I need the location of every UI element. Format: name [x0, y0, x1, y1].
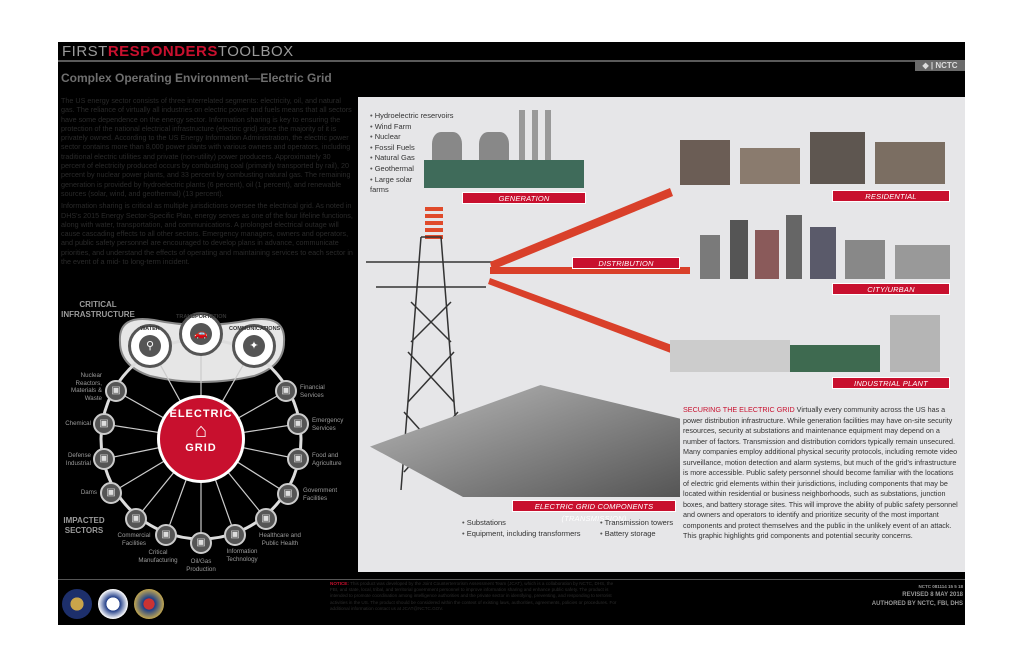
list-item: Large solar farms [370, 175, 426, 196]
critical-label: COMMUNICATIONS [229, 326, 281, 332]
header-divider [58, 60, 965, 62]
list-item: Hydroelectric reservoirs [370, 111, 454, 122]
capitol-icon: ▣ [277, 483, 299, 505]
generation-plant-image [424, 110, 594, 190]
list-item: Wind Farm [370, 122, 426, 133]
intro-paragraph-2: Information sharing is critical as multi… [61, 201, 353, 267]
sector-label: Financial Services [300, 384, 325, 399]
grid-components-label: ELECTRIC GRID COMPONENTS (TRANSMISSION) [512, 500, 676, 523]
list-item: Fossil Fuels [370, 143, 426, 154]
faucet-icon: ⚲ [139, 335, 161, 357]
notice-body: This product was developed by the Joint … [330, 581, 617, 611]
revision-info: NCTC 081114 15 5 18 REVISED 8 MAY 2018 A… [872, 582, 963, 609]
sector-label: Defense Industrial [65, 452, 91, 467]
generation-sources-list: Hydroelectric reservoirsWind FarmNuclear… [370, 111, 454, 196]
apple-icon: ▣ [287, 448, 309, 470]
sector-label: Food and Agriculture [312, 452, 342, 467]
critical-communications: COMMUNICATIONS ✦ [229, 324, 281, 368]
odni-seal-icon [62, 589, 92, 619]
industrial-plant-image [670, 315, 960, 375]
dhs-seal-icon [98, 589, 128, 619]
ambulance-icon: ▣ [287, 413, 309, 435]
sector-label: Information Technology [226, 548, 258, 563]
robot-arm-icon: ▣ [155, 524, 177, 546]
sector-wheel: CRITICAL INFRASTRUCTURE IMPACTED SECTORS… [58, 296, 358, 578]
residential-label: RESIDENTIAL [832, 190, 950, 202]
stethoscope-icon: ▣ [255, 508, 277, 530]
intro-text: The US energy sector consists of three i… [61, 96, 356, 269]
infographic-page: FIRSTRESPONDERSTOOLBOX ◆ | NCTC Complex … [58, 42, 965, 625]
components-list-left: SubstationsEquipment, including transfor… [462, 518, 581, 539]
sector-label: Commercial Facilities [117, 532, 151, 547]
car-icon: 🚗 [190, 323, 212, 345]
critical-water: WATER ⚲ [128, 324, 172, 368]
product-code: NCTC 081114 15 5 18 [918, 584, 963, 589]
authored-by: AUTHORED BY NCTC, FBI, DHS [871, 601, 963, 607]
notice-text: NOTICE: This product was developed by th… [330, 581, 620, 612]
revised-date: REVISED 8 MAY 2018 [902, 592, 963, 598]
intro-paragraph-1: The US energy sector consists of three i… [61, 96, 352, 198]
missiles-icon: ▣ [93, 448, 115, 470]
sector-label: Emergency Services [312, 417, 344, 432]
fbi-seal-icon [134, 589, 164, 619]
components-list-right: Transmission towersBattery storage [600, 518, 674, 540]
hub-label-bottom: GRID [185, 442, 217, 454]
nctc-badge: ◆ | NCTC [915, 60, 965, 71]
satellite-icon: ✦ [243, 335, 265, 357]
hub-label-top: ELECTRIC [169, 408, 233, 420]
building-icon: ▣ [125, 508, 147, 530]
critical-transportation: TRANSPORTATION 🚗 [176, 312, 227, 356]
footer-divider [58, 579, 965, 580]
notice-heading: NOTICE: [330, 581, 349, 586]
electric-grid-hub: ELECTRIC ⌂ GRID [157, 395, 245, 483]
list-item: Geothermal [370, 164, 426, 175]
nuclear-plant-icon: ▣ [105, 380, 127, 402]
distribution-label: DISTRIBUTION [572, 257, 680, 269]
city-image [690, 215, 960, 281]
list-item: Equipment, including transformers [462, 529, 581, 540]
monitor-icon: ▣ [224, 524, 246, 546]
sector-label: Dams [80, 489, 97, 496]
list-item: Nuclear [370, 132, 426, 143]
impacted-sectors-heading: IMPACTED SECTORS [63, 516, 105, 535]
industrial-plant-label: INDUSTRIAL PLANT [832, 377, 950, 389]
sector-label: Government Facilities [303, 487, 338, 502]
tower-icon: ⌂ [194, 420, 208, 442]
securing-grid-text: SECURING THE ELECTRIC GRID Virtually eve… [683, 405, 961, 542]
sector-label: Oil/Gas Production [186, 558, 216, 573]
residential-image [670, 110, 960, 188]
sector-label: Healthcare and Public Health [259, 532, 301, 547]
list-item: Natural Gas [370, 153, 426, 164]
credit-card-icon: ▣ [275, 380, 297, 402]
down-arrow-icon [425, 207, 443, 239]
page-title: Complex Operating Environment—Electric G… [61, 71, 332, 85]
list-item: Battery storage [600, 529, 673, 540]
critical-label: WATER [140, 326, 160, 332]
distribution-arrows [488, 188, 690, 355]
critical-label: TRANSPORTATION [176, 314, 227, 320]
securing-body: Virtually every community across the US … [683, 405, 958, 540]
flask-icon: ▣ [93, 413, 115, 435]
grid-diagram-panel: Hydroelectric reservoirsWind FarmNuclear… [358, 97, 965, 572]
list-item: Substations [462, 518, 581, 529]
generation-label: GENERATION [462, 192, 586, 204]
brand-logo: FIRSTRESPONDERSTOOLBOX [62, 43, 294, 60]
dam-icon: ▣ [100, 482, 122, 504]
critical-infrastructure-heading: CRITICAL INFRASTRUCTURE [61, 300, 135, 319]
sector-label: Nuclear Reactors, Materials & Waste [71, 372, 102, 402]
list-item: Transmission towers [600, 518, 674, 529]
securing-heading: SECURING THE ELECTRIC GRID [683, 405, 795, 414]
sector-label: Chemical [65, 420, 91, 427]
sector-label: Critical Manufacturing [138, 549, 178, 564]
city-urban-label: CITY/URBAN [832, 283, 950, 295]
oil-derrick-icon: ▣ [190, 532, 212, 554]
